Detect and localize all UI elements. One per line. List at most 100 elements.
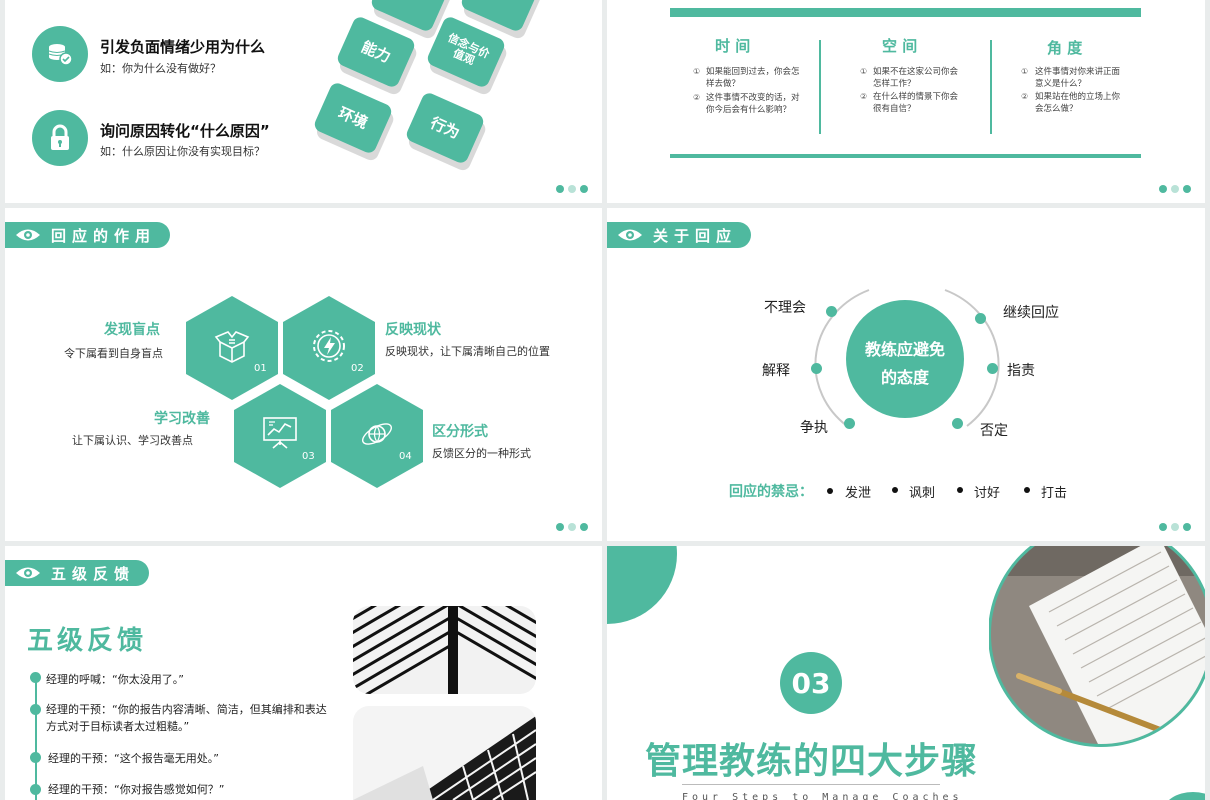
column-item: 如果不在这家公司你会怎样工作？: [873, 67, 959, 89]
lock-icon: [32, 110, 88, 166]
feedback-quote: “你的报告内容清晰、简洁，但其编排和表达方式对于目标读者太过粗糙。”: [46, 703, 327, 733]
node-label: 指责: [1007, 363, 1035, 379]
node-label: 继续回应: [1003, 305, 1059, 321]
marker: ①: [1021, 67, 1029, 76]
feedback-label: 经理的干预：: [48, 783, 114, 796]
corner-circle-decor: [607, 546, 677, 624]
taboo-item: 讨好: [974, 486, 1001, 501]
hex-number: 03: [302, 451, 315, 462]
bullet: [827, 488, 833, 494]
page-dots: [556, 185, 588, 193]
open-box-icon: [214, 331, 250, 363]
title-underline: [682, 784, 940, 785]
hex-number: 04: [399, 451, 412, 462]
column-title-angle: 角 度: [1047, 39, 1083, 57]
timeline-dot: [30, 752, 41, 763]
item-title: 反映现状: [385, 322, 441, 338]
eye-icon: [16, 567, 40, 579]
node-dot: [987, 363, 998, 374]
feedback-item: 经理的干预：“你的报告内容清晰、简洁，但其编排和表达方式对于目标读者太过粗糙。”: [46, 701, 336, 735]
gear-bolt-icon: [313, 330, 345, 362]
node-label: 不理会: [764, 300, 806, 316]
timeline-line: [35, 676, 37, 800]
marker: ②: [693, 93, 701, 102]
feedback-label: 经理的干预：: [46, 703, 112, 716]
tile-behavior: 行为: [404, 90, 486, 166]
slide-about-response: 关于回应 教练应避免 的态度 不理会 继续回应 解释 指责 争执 否定 回应的禁…: [607, 208, 1205, 541]
bottom-bar: [670, 154, 1141, 158]
desk-photo: [989, 546, 1205, 747]
node-label: 争执: [800, 420, 828, 436]
top-bar: [670, 8, 1141, 17]
section-tag: 五级反馈: [5, 560, 150, 586]
feedback-item: 经理的干预：“这个报告毫无用处。”: [48, 750, 338, 767]
center-circle: [846, 300, 964, 418]
marker: ②: [1021, 92, 1029, 101]
corner-circle-decor: [1163, 792, 1205, 800]
section-tag-label: 关于回应: [653, 226, 738, 245]
section-title: 管理教练的四大步骤: [645, 741, 979, 782]
column-item: 如果能回到过去，你会怎样去做？: [706, 67, 800, 89]
bullet: [957, 487, 963, 493]
item-desc: 反馈区分的一种形式: [432, 447, 531, 460]
column-item: 如果站在他的立场上你会怎么做？: [1035, 92, 1121, 114]
taboo-label: 回应的禁忌：: [729, 484, 813, 500]
section-tag: 回应的作用: [5, 222, 171, 248]
page-dots: [1159, 523, 1191, 531]
item-title: 区分形式: [432, 424, 488, 440]
feedback-label: 经理的干预：: [48, 752, 114, 765]
architecture-photo: [353, 606, 536, 694]
bullet: [892, 487, 898, 493]
page-dots: [556, 523, 588, 531]
timeline-dot: [30, 704, 41, 715]
page-dots: [1159, 185, 1191, 193]
node-label: 否定: [980, 423, 1008, 439]
slide-question-dimensions: 时 间 ① 如果能回到过去，你会怎样去做？ ② 这件事情不改变的话，对你今后会有…: [607, 0, 1205, 203]
hex-learn: [234, 384, 326, 488]
eye-icon: [16, 229, 40, 241]
item-desc: 令下属看到自身盲点: [64, 347, 163, 360]
section-tag: 关于回应: [607, 222, 752, 248]
feedback-quote: “你对报告感觉如何？”: [114, 783, 225, 796]
feedback-quote: “你太没用了。”: [112, 673, 184, 686]
item-title: 学习改善: [154, 411, 210, 427]
column-divider: [819, 40, 821, 134]
feedback-quote: “这个报告毫无用处。”: [114, 752, 219, 765]
column-item: 在什么样的情景下你会很有自信？: [873, 92, 959, 114]
timeline-dot: [30, 672, 41, 683]
node-dot: [975, 313, 986, 324]
item-title: 发现盲点: [104, 322, 160, 338]
node-label: 解释: [762, 363, 790, 379]
slide-response-role: 回应的作用 01 02 03 04 发现盲点 令下属看到自身盲点 反映现状 反映…: [5, 208, 602, 541]
item-title: 询问原因转化“什么原因”: [100, 122, 270, 140]
item-title: 引发负面情绪少用为什么: [100, 38, 266, 56]
bullet: [1024, 487, 1030, 493]
item-desc: 让下属认识、学习改善点: [72, 434, 193, 447]
coins-icon: [32, 26, 88, 82]
hex-number: 01: [254, 363, 267, 374]
tile-belief: 信念与价值观: [425, 14, 507, 90]
tile-environment: 环境: [312, 80, 394, 156]
column-title-space: 空 间: [882, 37, 918, 55]
chart-board-icon: [263, 417, 297, 449]
item-desc: 如：什么原因让你没有实现目标？: [100, 145, 265, 158]
eye-icon: [618, 229, 642, 241]
taboo-item: 发泄: [845, 486, 872, 501]
node-dot: [826, 306, 837, 317]
column-title-time: 时 间: [715, 37, 751, 55]
section-subtitle: Four Steps to Manage Coaches: [682, 792, 963, 800]
center-text: 教练应避免: [864, 340, 945, 359]
slide-section-03: 03 管理教练的四大步骤 Four Steps to Manage Coache…: [607, 546, 1205, 800]
marker: ①: [860, 67, 868, 76]
hex-number: 02: [351, 363, 364, 374]
section-tag-label: 回应的作用: [51, 226, 157, 245]
section-number: 03: [780, 652, 842, 714]
building-photo: [353, 706, 536, 800]
orbit-ring: [814, 289, 1000, 427]
taboo-item: 讽刺: [909, 486, 936, 501]
node-dot: [811, 363, 822, 374]
globe-orbit-icon: [362, 423, 392, 445]
feedback-item: 经理的呼喊：“你太没用了。”: [46, 671, 336, 688]
column-divider: [990, 40, 992, 134]
slide-why-questions: 引发负面情绪少用为什么 如：你为什么没有做好？ 询问原因转化“什么原因” 如：什…: [5, 0, 602, 203]
